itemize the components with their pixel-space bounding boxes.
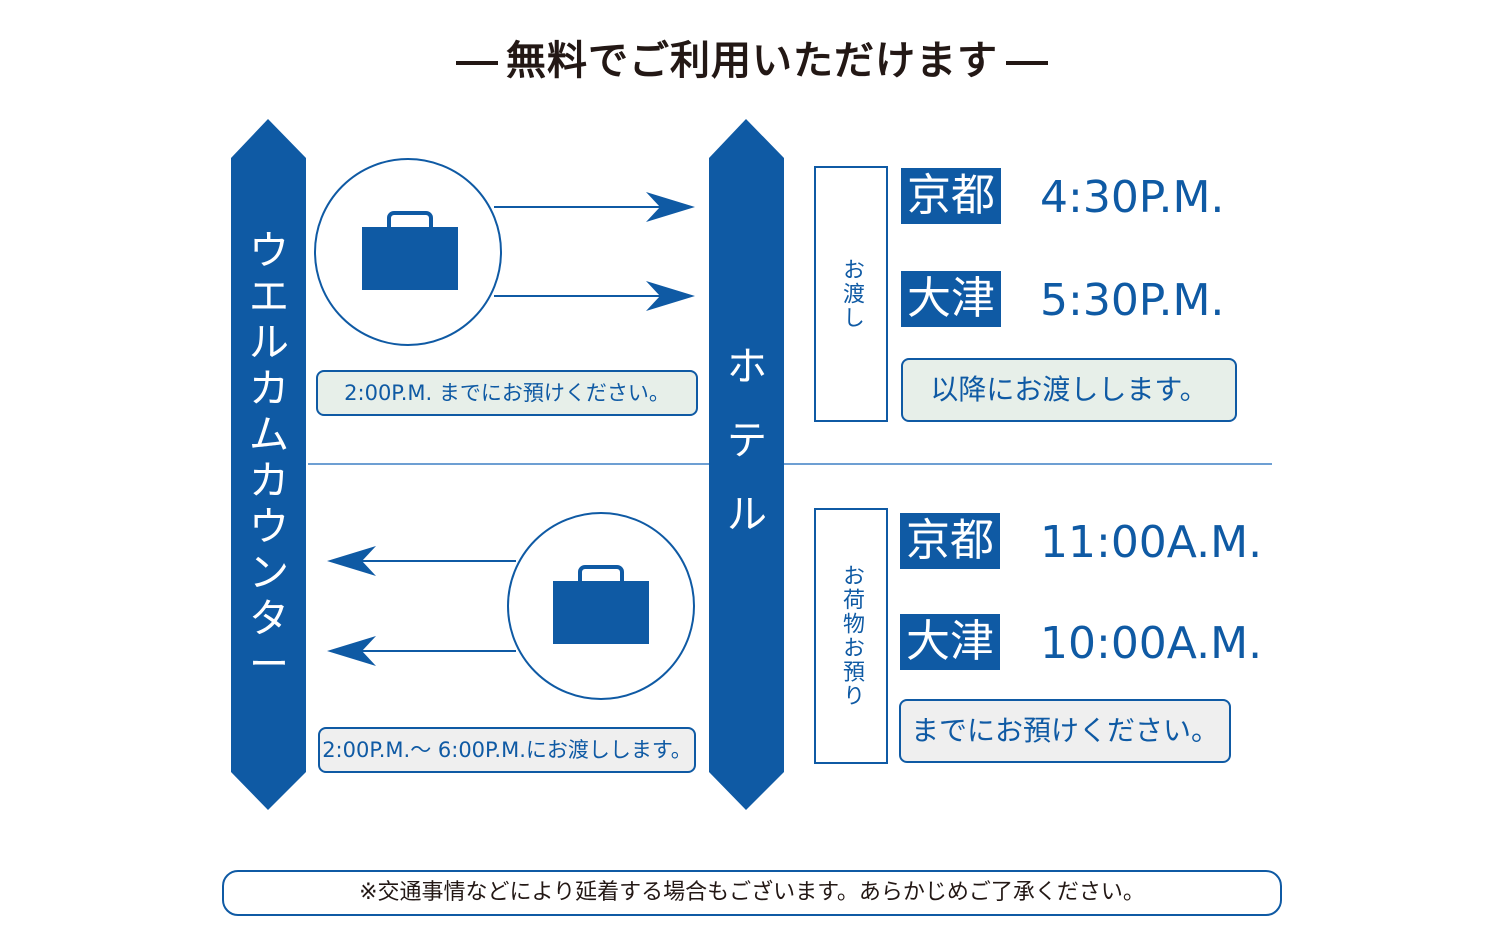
title-text: 無料でご利用いただけます [506, 38, 998, 84]
return-window-text: 2:00P.M.～ 6:00P.M.にお渡しします。 [322, 738, 692, 762]
dropoff-deadline-text: 2:00P.M. までにお預けください。 [344, 381, 670, 405]
vertical-char: ル [249, 320, 289, 366]
vertical-char: カ [249, 458, 289, 504]
pickup-time-kyoto: 11:00A.M. [1040, 517, 1263, 568]
luggage-icon-bottom [553, 565, 649, 644]
hotel-label-text: ホテル [709, 330, 785, 552]
delivery-label-box: お渡し [814, 166, 888, 422]
dropoff-deadline-note: 2:00P.M. までにお預けください。 [316, 370, 698, 416]
pickup-time-otsu: 10:00A.M. [1040, 618, 1263, 669]
vertical-char: ウ [249, 228, 289, 274]
vertical-char: ン [249, 550, 289, 596]
delivery-time-otsu: 5:30P.M. [1040, 275, 1225, 326]
pickup-city-kyoto: 京都 [900, 513, 1000, 569]
pickup-label-box: お荷物お預り [814, 508, 888, 764]
footer-disclaimer: ※交通事情などにより延着する場合もございます。あらかじめご了承ください。 [222, 870, 1282, 916]
delivery-time-kyoto: 4:30P.M. [1040, 172, 1225, 223]
welcome-counter-label-text: ウエルカムカウンター [231, 228, 307, 688]
page-title: 無料でご利用いただけます [0, 28, 1504, 86]
delivery-city-otsu: 大津 [901, 271, 1001, 327]
hotel-label: ホテル [709, 330, 785, 552]
return-window-note: 2:00P.M.～ 6:00P.M.にお渡しします。 [318, 727, 696, 773]
delivery-result-text: 以降にお渡しします。 [930, 373, 1208, 406]
luggage-icon-top [362, 211, 458, 290]
vertical-char: テ [727, 418, 767, 464]
welcome-counter-column [231, 119, 306, 810]
arrow-right-2 [494, 281, 695, 311]
vertical-char: ム [249, 412, 289, 458]
arrow-left-2 [327, 636, 516, 666]
title-dash-left [456, 61, 498, 65]
title-dash-right [1006, 61, 1048, 65]
vertical-char: カ [249, 366, 289, 412]
vertical-char: ウ [249, 504, 289, 550]
pickup-label: お荷物お預り [839, 564, 864, 708]
vertical-char: ル [727, 492, 767, 538]
delivery-label: お渡し [839, 258, 864, 330]
vertical-char: ー [249, 642, 289, 688]
vertical-char: ホ [727, 344, 767, 390]
delivery-result-note: 以降にお渡しします。 [901, 358, 1237, 422]
welcome-counter-label: ウエルカムカウンター [231, 228, 307, 688]
hotel-column [709, 119, 784, 810]
delivery-city-kyoto: 京都 [901, 168, 1001, 224]
pickup-city-otsu: 大津 [900, 614, 1000, 670]
pickup-result-note: までにお預けください。 [899, 699, 1231, 763]
pickup-result-text: までにお預けください。 [910, 714, 1219, 747]
footer-disclaimer-text: ※交通事情などにより延着する場合もございます。あらかじめご了承ください。 [359, 880, 1145, 905]
vertical-char: エ [249, 274, 289, 320]
vertical-char: タ [249, 596, 289, 642]
arrow-right-1 [494, 192, 695, 222]
arrow-left-1 [327, 546, 516, 576]
